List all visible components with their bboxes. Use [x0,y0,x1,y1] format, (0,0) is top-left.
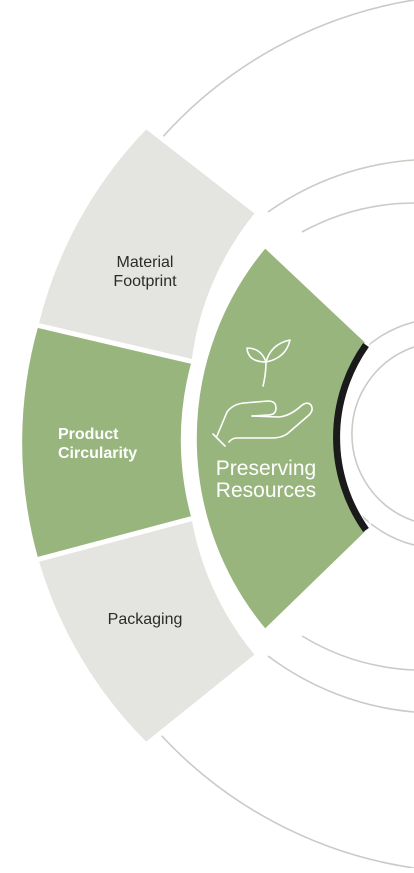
segment-packaging[interactable] [33,515,261,748]
product-line1: Product [58,426,119,443]
material-line2: Footprint [113,273,177,290]
ring-arc-8 [351,346,414,522]
packaging-line1: Packaging [107,611,183,628]
inner-highlight-arc [343,350,374,525]
inner-shadow-arc [333,342,369,533]
center-title: Preserving Resources [206,458,326,502]
center-title-line1: Preserving [215,457,317,480]
ring-arc-5 [301,202,414,233]
material-line1: Material [116,254,174,271]
product-line2: Circularity [58,445,138,462]
center-title-line2: Resources [215,479,317,502]
ring-arc-2 [159,733,414,869]
ring-arc-6 [301,635,414,671]
segment-preserving-resources[interactable] [191,242,371,635]
ring-arc-4 [267,655,414,713]
segment-label-material-footprint: Material Footprint [90,253,200,291]
hand-holding-plant-icon [212,339,313,447]
ring-arc-3 [267,159,414,213]
ring-arc-1 [159,0,414,141]
segment-label-product-circularity: Product Circularity [40,425,188,463]
segment-label-packaging: Packaging [90,610,200,629]
